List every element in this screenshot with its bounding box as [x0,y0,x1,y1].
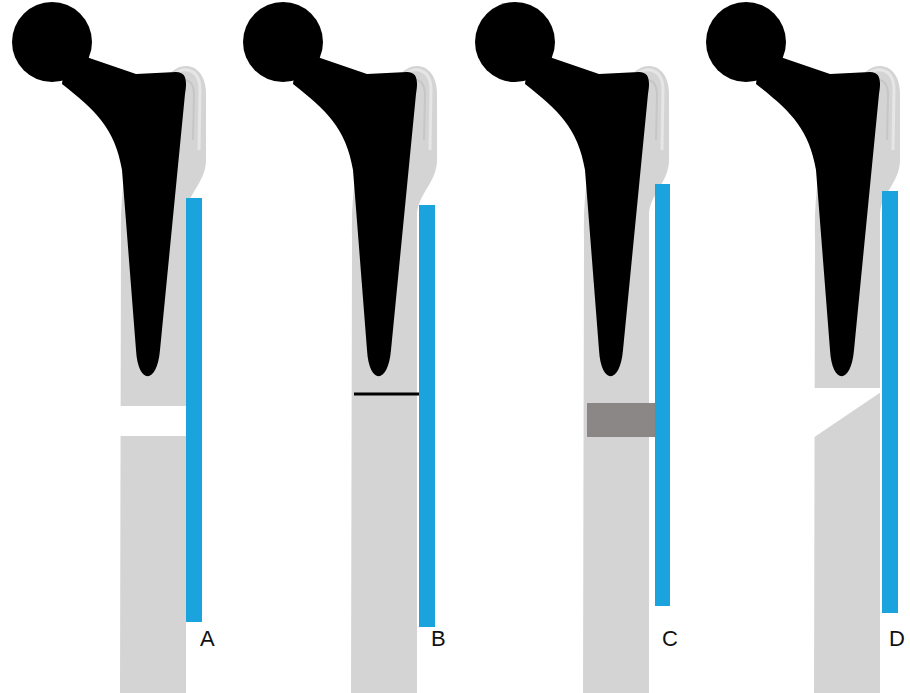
panel-letter: C [662,628,678,650]
panel-d [706,2,900,693]
panel-a [12,2,206,693]
panel-c [475,2,670,693]
panel-letter: A [200,628,215,650]
panel-letter: D [889,628,905,650]
panel-letter: B [431,628,446,650]
panel-b [243,2,437,693]
